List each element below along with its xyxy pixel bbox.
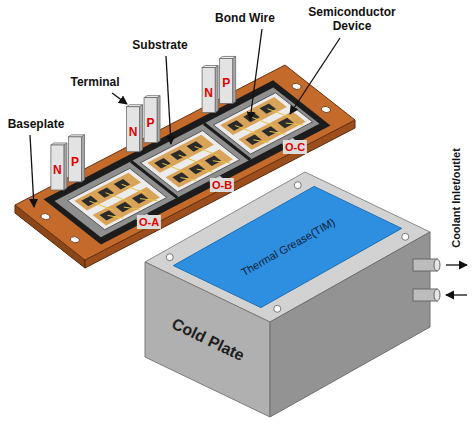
output-label: O-A <box>137 215 161 229</box>
terminal-side <box>64 143 67 190</box>
terminal <box>51 143 67 190</box>
terminal-letter: N <box>204 86 213 100</box>
part-label: Semiconductor Device <box>300 5 405 33</box>
cold-plate: Thermal Grease(TIM)Cold Plate <box>145 172 445 417</box>
terminal <box>202 66 218 113</box>
pipe-end <box>434 289 440 301</box>
terminal <box>69 135 85 182</box>
mount-hole <box>294 182 301 189</box>
mount-hole <box>320 105 333 113</box>
terminal-side <box>157 96 160 143</box>
dc-terminals <box>51 56 236 190</box>
cold-plate-front <box>145 262 270 417</box>
mount-hole <box>402 233 409 240</box>
pipe-body <box>413 259 437 271</box>
leader-line <box>250 29 262 120</box>
coolant-label: Coolant Inlet/outlet <box>449 148 463 248</box>
pipe-end <box>434 259 440 271</box>
mount-hole <box>39 212 52 220</box>
part-label: Bond Wire <box>215 11 275 25</box>
mount-hole <box>290 82 303 90</box>
terminal-letter: P <box>222 76 230 90</box>
terminal <box>127 105 143 152</box>
terminal <box>220 56 236 103</box>
terminal-side <box>233 56 236 103</box>
terminal-face <box>51 145 64 190</box>
coolant-pipe <box>413 289 440 301</box>
coolant-arrow <box>446 294 467 295</box>
leader-line <box>112 93 127 104</box>
mount-hole <box>68 236 81 244</box>
terminal-face <box>69 137 82 182</box>
terminal <box>144 96 160 143</box>
terminal-side <box>215 66 218 113</box>
leader-line <box>30 135 34 207</box>
leader-line <box>290 38 340 114</box>
part-label: Baseplate <box>8 117 65 131</box>
leader-line <box>166 56 171 144</box>
pipe-body <box>413 289 437 301</box>
terminal-side <box>82 135 85 182</box>
thermal-grease: Thermal Grease(TIM) <box>173 186 402 308</box>
terminal-letter: P <box>147 116 155 130</box>
mount-hole <box>166 254 173 261</box>
terminal-side <box>140 105 143 152</box>
terminal-letter: N <box>53 163 62 177</box>
terminal-face <box>127 107 140 152</box>
coolant-pipe <box>413 259 440 271</box>
coolant-arrow <box>446 264 467 265</box>
part-label: Substrate <box>132 38 187 52</box>
terminal-letter: N <box>129 125 138 139</box>
terminal-face <box>144 98 157 143</box>
terminal-letter: P <box>71 155 79 169</box>
terminal-face <box>202 68 215 113</box>
part-label: Terminal <box>70 75 119 89</box>
cold-plate-side <box>270 232 430 417</box>
mount-hole <box>274 305 281 312</box>
output-label: O-C <box>283 140 307 154</box>
terminal-face <box>220 58 233 103</box>
output-label: O-B <box>210 178 234 192</box>
